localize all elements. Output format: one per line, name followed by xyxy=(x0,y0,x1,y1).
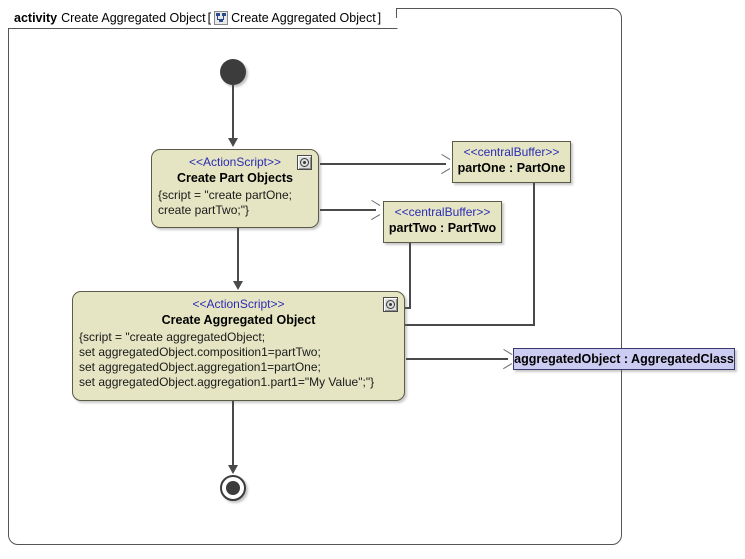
arrowhead-down xyxy=(228,465,238,474)
activity-diagram-icon xyxy=(214,11,229,25)
frame-diagram-name: Create Aggregated Object xyxy=(231,11,376,25)
buffer-label: partTwo : PartTwo xyxy=(388,221,497,235)
frame-bracket-close: ] xyxy=(377,11,382,25)
edge-create-part-objects-to-create-aggregated xyxy=(237,228,239,284)
action-body-line: set aggregatedObject.aggregation1=partOn… xyxy=(79,360,321,374)
buffer-stereotype: <<centralBuffer>> xyxy=(463,145,560,159)
edge-create-part-objects-to-part-two xyxy=(320,209,376,211)
action-body-line: create partTwo;"} xyxy=(158,203,249,217)
edge-create-part-objects-to-part-one xyxy=(320,163,446,165)
frame-activity-name: Create Aggregated Object xyxy=(61,11,206,25)
edge-part-two-to-aggregated-v xyxy=(409,243,411,308)
edge-part-one-to-aggregated-h xyxy=(305,324,535,326)
activity-frame-header: activity Create Aggregated Object [ Crea… xyxy=(8,8,398,29)
frame-keyword: activity xyxy=(14,11,58,25)
action-script-icon[interactable] xyxy=(297,155,312,170)
action-stereotype: <<ActionScript>> xyxy=(188,155,282,169)
action-body-line: {script = "create aggregatedObject; xyxy=(79,330,266,344)
edge-aggregated-to-object xyxy=(406,358,508,360)
activity-frame xyxy=(8,8,622,545)
object-node-label: aggregatedObject : AggregatedClass xyxy=(514,352,734,366)
central-buffer-part-one[interactable]: <<centralBuffer>> partOne : PartOne xyxy=(452,141,571,183)
frame-bracket-open: [ xyxy=(207,11,212,25)
arrowhead-right xyxy=(370,204,379,216)
action-title: Create Part Objects xyxy=(176,171,294,185)
action-create-part-objects[interactable]: <<ActionScript>> Create Part Objects {sc… xyxy=(151,149,319,228)
arrowhead-right xyxy=(502,353,511,365)
action-script-icon[interactable] xyxy=(383,297,398,312)
action-stereotype: <<ActionScript>> xyxy=(192,297,285,311)
edge-initial-to-create-part-objects xyxy=(232,85,234,141)
action-body-line: set aggregatedObject.composition1=partTw… xyxy=(79,345,321,359)
buffer-label: partOne : PartOne xyxy=(457,161,566,175)
activity-final-node[interactable] xyxy=(220,475,246,501)
buffer-stereotype: <<centralBuffer>> xyxy=(394,205,491,219)
object-node-aggregated-object[interactable]: aggregatedObject : AggregatedClass xyxy=(513,348,735,370)
action-create-aggregated-object[interactable]: <<ActionScript>> Create Aggregated Objec… xyxy=(72,291,405,401)
action-body-line: set aggregatedObject.aggregation1.part1=… xyxy=(79,375,375,389)
arrowhead-down xyxy=(228,138,238,147)
action-body-line: {script = "create partOne; xyxy=(158,188,292,202)
arrowhead-right xyxy=(440,158,449,170)
edge-create-aggregated-to-final xyxy=(232,401,234,468)
initial-node[interactable] xyxy=(220,59,246,85)
arrowhead-down xyxy=(233,281,243,290)
central-buffer-part-two[interactable]: <<centralBuffer>> partTwo : PartTwo xyxy=(383,201,502,243)
action-title: Create Aggregated Object xyxy=(161,313,316,327)
edge-part-one-to-aggregated-v xyxy=(533,183,535,325)
